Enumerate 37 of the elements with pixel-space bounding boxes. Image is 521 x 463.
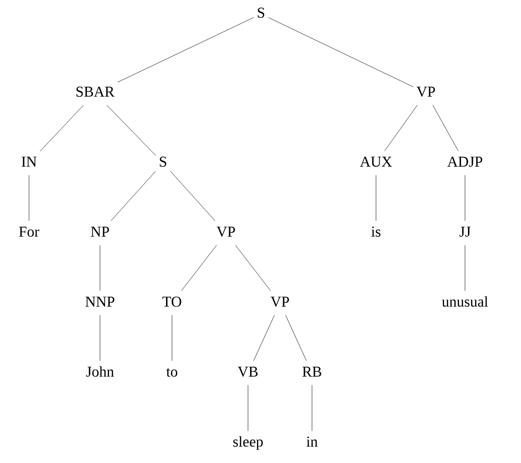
- tree-label: VP: [216, 226, 235, 237]
- tree-label: AUX: [360, 156, 392, 167]
- tree-label: John: [86, 366, 114, 377]
- tree-label: IN: [22, 156, 37, 167]
- tree-branch: [464, 244, 466, 292]
- tree-branch: [181, 244, 217, 292]
- tree-label: JJ: [460, 226, 470, 237]
- tree-branch: [253, 314, 275, 362]
- tree-branch: [106, 104, 156, 156]
- tree-branch: [118, 17, 254, 82]
- tree-label: VP: [416, 86, 435, 97]
- tree-label: NP: [90, 226, 109, 237]
- tree-label: is: [371, 226, 380, 237]
- tree-label: RB: [302, 366, 322, 377]
- tree-label: S: [160, 156, 166, 167]
- tree-label: sleep: [233, 436, 263, 450]
- tree-branch: [268, 17, 414, 88]
- tree-branch: [235, 244, 271, 292]
- tree-label: ADJP: [447, 156, 482, 167]
- tree-label: TO: [162, 296, 182, 307]
- tree-branch: [110, 170, 156, 222]
- tree-label: to: [166, 368, 178, 377]
- tree-branch: [170, 170, 216, 222]
- tree-branch: [432, 104, 458, 152]
- tree-branch: [464, 174, 466, 222]
- tree-branch: [40, 104, 84, 152]
- tree-label: VP: [270, 296, 289, 307]
- tree-label: unusual: [442, 296, 488, 307]
- tree-label: in: [306, 436, 318, 447]
- tree-branch: [384, 104, 418, 152]
- tree-label: For: [19, 226, 40, 237]
- tree-label: NNP: [86, 296, 114, 307]
- tree-label: S: [258, 8, 264, 18]
- tree-label: VB: [238, 366, 258, 377]
- tree-branch: [285, 314, 307, 362]
- tree-label: SBAR: [76, 86, 114, 97]
- tree-branch: [28, 174, 30, 222]
